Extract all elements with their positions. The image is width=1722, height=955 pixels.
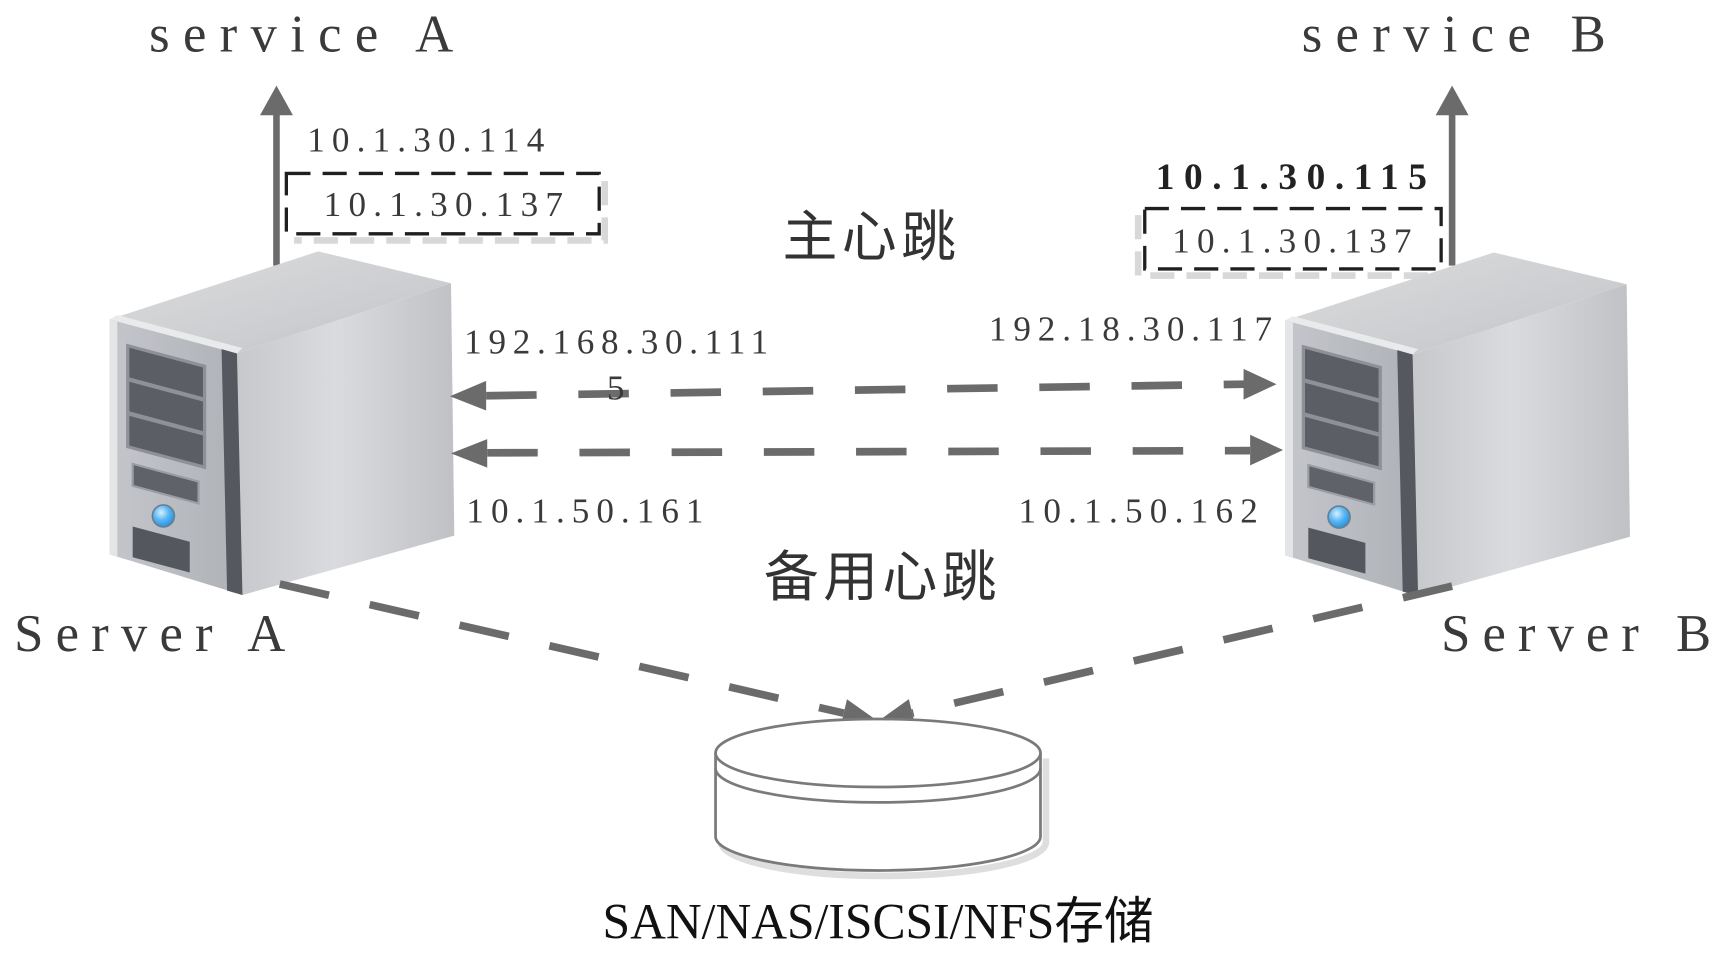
backup-heartbeat-dashed-line (487, 446, 1251, 457)
server-a-top-edge (109, 315, 243, 354)
server-b-top-face (1285, 252, 1627, 355)
server-b-service-ip: 10.1.30.115 (1156, 157, 1427, 198)
backup-heartbeat-left-arrow-head (451, 439, 488, 468)
server-a-front-panel (126, 343, 207, 573)
server-a-label: Server A (14, 605, 285, 663)
service-b-arrow-up-icon (1435, 85, 1469, 266)
server-a-side-face (236, 283, 455, 595)
server-a-top-face (109, 251, 452, 354)
server-b-side-face (1412, 284, 1630, 597)
main-heartbeat-dashed-line (486, 380, 1245, 400)
backup-heartbeat-label: 备用心跳 (764, 545, 997, 609)
backup-heartbeat-link (451, 434, 1284, 468)
server-b-power-button-icon (1327, 505, 1351, 529)
server-a-drive-bay-2 (129, 381, 203, 432)
storage-cylinder-top (714, 717, 1042, 789)
storage-cylinder-icon (714, 717, 1050, 880)
server-a-virtual-ip: 10.1.30.137 (324, 185, 563, 224)
server-b-front-panel (1301, 344, 1382, 574)
server-b-virtual-ip-box-shadow (1134, 215, 1436, 279)
server-b-main-heartbeat-ip: 192.18.30.117 (989, 309, 1272, 348)
storage-cylinder-rim (714, 768, 1042, 804)
server-b-optical-slot (1307, 463, 1376, 506)
main-heartbeat-right-arrow-head (1243, 368, 1277, 400)
server-b-front-left-edge (1285, 320, 1293, 558)
server-a-drive-bay-3 (129, 415, 203, 466)
storage-label: SAN/NAS/ISCSI/NFS存储 (602, 894, 1153, 950)
service-a-arrow-head (260, 85, 293, 116)
server-a-virtual-ip-box-shadow (294, 181, 608, 244)
server-b-drive-bay-3 (1305, 416, 1379, 467)
server-a-backup-heartbeat-ip: 10.1.50.161 (466, 492, 703, 531)
storage-cylinder-shadow (717, 758, 1050, 880)
server-b-server-tower-icon (1285, 252, 1630, 597)
service-b-arrow-head (1435, 85, 1469, 116)
server-b-storage-dashed-line (911, 582, 1453, 717)
server-a-storage-dashed-line (278, 580, 845, 717)
server-a-drive-bay-1 (129, 347, 203, 398)
main-heartbeat-left-arrow-head (449, 380, 487, 411)
main-heartbeat-label: 主心跳 (783, 205, 956, 269)
service-a-label: service A (149, 6, 453, 64)
service-a-arrow-up-icon (260, 85, 293, 266)
server-b-drive-bay-1 (1305, 348, 1379, 399)
server-b-bottom-vent (1308, 527, 1366, 574)
server-b-virtual-ip-box: 10.1.30.137 (1134, 206, 1443, 279)
server-a-power-button-icon (151, 504, 176, 528)
server-b-virtual-ip: 10.1.30.137 (1172, 221, 1411, 260)
main-heartbeat-link (449, 368, 1277, 411)
server-b-front-dark-band (1397, 350, 1419, 597)
server-a-bottom-vent (132, 526, 190, 573)
server-a-main-heartbeat-ip-line-2: 5 (607, 369, 625, 408)
server-b-backup-heartbeat-ip: 10.1.50.162 (1019, 492, 1258, 531)
server-b-virtual-ip-box-border (1143, 206, 1443, 271)
server-b-drive-bay-2 (1305, 382, 1379, 433)
server-a-virtual-ip-box: 10.1.30.137 (284, 171, 608, 244)
server-a-front-left-edge (109, 319, 118, 557)
server-a-service-ip: 10.1.30.114 (307, 120, 544, 159)
server-a-front-dark-band (221, 349, 243, 595)
server-a-server-tower-icon (109, 251, 455, 595)
server-a-virtual-ip-box-border (284, 171, 601, 236)
backup-heartbeat-right-arrow-head (1250, 434, 1284, 466)
server-b-label: Server B (1441, 605, 1711, 663)
server-a-optical-slot (131, 462, 200, 505)
service-b-label: service B (1302, 6, 1606, 64)
server-b-top-edge (1285, 316, 1419, 355)
server-a-main-heartbeat-ip-line-1: 192.168.30.111 (464, 322, 768, 361)
